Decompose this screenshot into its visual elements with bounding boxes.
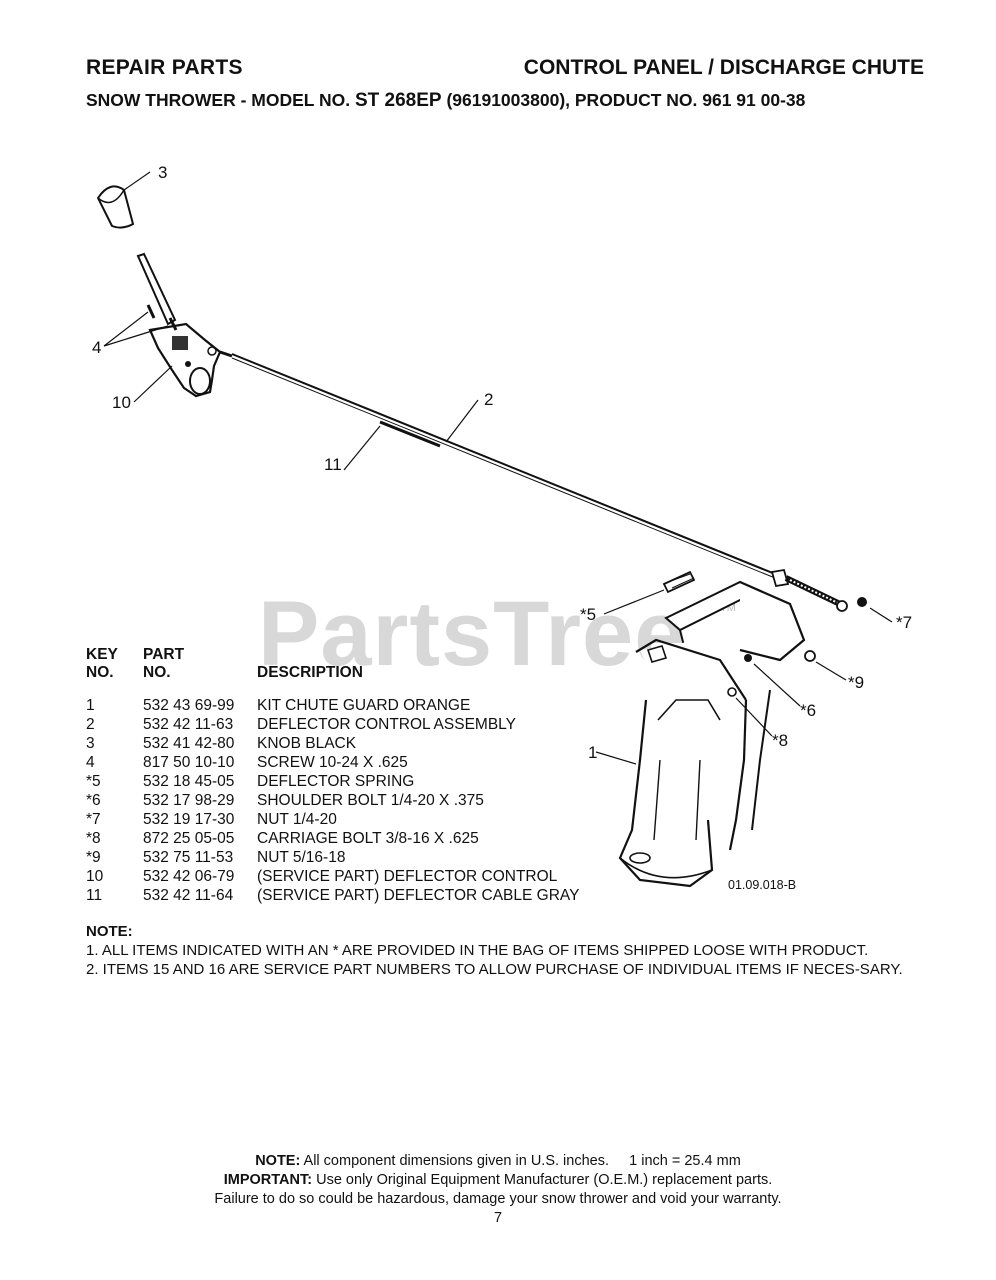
- parts-table: KEY NO. PART NO. DESCRIPTION 1 532 43 69-…: [86, 646, 579, 905]
- callout-5: *5: [580, 605, 596, 624]
- row-description: NUT 1/4-20: [257, 811, 337, 828]
- callout-2: 2: [484, 390, 493, 409]
- row-key: 3: [86, 735, 95, 752]
- table-row: *6 532 17 98-29 SHOULDER BOLT 1/4-20 X .37…: [86, 791, 579, 810]
- row-description: CARRIAGE BOLT 3/8-16 X .625: [257, 830, 479, 847]
- callout-3: 3: [158, 163, 167, 182]
- row-description: SHOULDER BOLT 1/4-20 X .375: [257, 792, 484, 809]
- table-row: 1 532 43 69-99 KIT CHUTE GUARD ORANGE: [86, 696, 579, 715]
- table-row: 2 532 42 11-63 DEFLECTOR CONTROL ASSEMBLY: [86, 715, 579, 734]
- header-model-prefix: SNOW THROWER - MODEL NO.: [86, 90, 355, 110]
- callout-6: *6: [800, 701, 816, 720]
- row-key: *8: [86, 830, 101, 847]
- row-description: (SERVICE PART) DEFLECTOR CABLE GRAY: [257, 887, 580, 904]
- row-description: DEFLECTOR SPRING: [257, 773, 415, 790]
- nut-9: [804, 650, 816, 662]
- row-key: 11: [86, 887, 103, 904]
- row-part-no: 532 18 45-05: [143, 773, 235, 790]
- deflector-control-bracket: [148, 322, 233, 398]
- header-model-number: ST 268EP: [354, 90, 442, 111]
- row-part-no: 532 42 11-63: [143, 716, 234, 733]
- table-row: *5 532 18 45-05 DEFLECTOR SPRING: [86, 772, 579, 791]
- callout-10: 10: [112, 393, 131, 412]
- note-line-2: 2. ITEMS 15 AND 16 ARE SERVICE PART NUMB…: [86, 961, 903, 978]
- footer-note-label: NOTE:: [255, 1153, 301, 1169]
- row-part-no: 532 17 98-29: [143, 792, 235, 809]
- exploded-parts-diagram: 3 4 10 11 2 *7 *5: [92, 163, 912, 888]
- parts-table-header: KEY NO. PART NO. DESCRIPTION: [86, 646, 579, 682]
- row-key: *5: [86, 773, 101, 790]
- row-description: KIT CHUTE GUARD ORANGE: [257, 697, 471, 714]
- row-description: KNOB BLACK: [257, 735, 357, 752]
- callout-9: *9: [848, 673, 864, 692]
- row-part-no: 872 25 05-05: [143, 830, 235, 847]
- col-part-header: PART NO.: [143, 646, 257, 682]
- nut-7: [857, 597, 867, 607]
- row-key: *6: [86, 792, 101, 809]
- row-key: *9: [86, 849, 101, 866]
- partstree-watermark: PartsTree: [258, 583, 687, 685]
- table-row: *7 532 19 17-30 NUT 1/4-20: [86, 810, 579, 829]
- callout-1: 1: [588, 743, 597, 762]
- notes-section: NOTE: 1. ALL ITEMS INDICATED WITH AN * A…: [86, 922, 916, 979]
- col-description-header: DESCRIPTION: [257, 664, 363, 681]
- row-part-no: 532 42 06-79: [143, 868, 235, 885]
- table-row: 10 532 42 06-79 (SERVICE PART) DEFLECTOR C…: [86, 867, 579, 886]
- table-row: *8 872 25 05-05 CARRIAGE BOLT 3/8-16 X .62…: [86, 829, 579, 848]
- row-part-no: 532 42 11-64: [143, 887, 234, 904]
- callout-4: 4: [92, 338, 101, 357]
- table-row: 11 532 42 11-64 (SERVICE PART) DEFLECTOR C…: [86, 886, 579, 905]
- discharge-chute: [618, 580, 806, 888]
- row-part-no: 532 19 17-30: [143, 811, 235, 828]
- row-key: 1: [86, 697, 95, 714]
- page-number: 7: [493, 1210, 503, 1226]
- footer-note-text: All component dimensions given in U.S. i…: [300, 1153, 741, 1169]
- table-row: *9 532 75 11-53 NUT 5/16-18: [86, 848, 579, 867]
- part-header-line1: PART: [143, 646, 185, 663]
- page-footer: NOTE: All component dimensions given in …: [0, 1152, 996, 1228]
- row-key: 4: [86, 754, 95, 771]
- deflector-spring: [662, 570, 696, 594]
- header-repair-parts: REPAIR PARTS: [86, 56, 243, 79]
- key-header-line2: NO.: [86, 664, 114, 681]
- lever-rod: [136, 252, 177, 326]
- footer-note-line: NOTE: All component dimensions given in …: [0, 1152, 996, 1171]
- cable-threaded-end: [770, 568, 848, 612]
- header-section-title: CONTROL PANEL / DISCHARGE CHUTE: [523, 56, 924, 79]
- knob-part: [96, 185, 135, 229]
- row-part-no: 817 50 10-10: [143, 754, 235, 771]
- row-part-no: 532 43 69-99: [143, 697, 235, 714]
- header-model-suffix: (96191003800), PRODUCT NO. 961 91 00-38: [441, 90, 806, 110]
- note-title: NOTE:: [86, 923, 133, 940]
- table-row: 3 532 41 42-80 KNOB BLACK: [86, 734, 579, 753]
- footer-important-line: IMPORTANT: Use only Original Equipment M…: [0, 1171, 996, 1190]
- deflector-cable: [231, 353, 781, 581]
- note-line-1: 1. ALL ITEMS INDICATED WITH AN * ARE PRO…: [86, 942, 869, 959]
- row-key: 2: [86, 716, 95, 733]
- row-part-no: 532 41 42-80: [143, 735, 235, 752]
- callout-11: 11: [324, 455, 342, 474]
- callout-7: *7: [896, 613, 912, 632]
- row-description: NUT 5/16-18: [257, 849, 346, 866]
- row-key: 10: [86, 868, 104, 885]
- row-key: *7: [86, 811, 101, 828]
- parts-table-rows: 1 532 43 69-99 KIT CHUTE GUARD ORANGE 2 532…: [86, 696, 579, 905]
- row-description: (SERVICE PART) DEFLECTOR CONTROL: [257, 868, 558, 885]
- shoulder-bolt-6: [744, 654, 752, 662]
- header-model-line: SNOW THROWER - MODEL NO. ST 268EP (96191…: [86, 90, 805, 112]
- figure-reference: 01.09.018-B: [728, 878, 797, 892]
- carriage-bolt-8: [727, 687, 737, 697]
- row-part-no: 532 75 11-53: [143, 849, 234, 866]
- col-key-header: KEY NO.: [86, 646, 143, 682]
- key-header-line1: KEY: [86, 646, 118, 663]
- footer-important-label: IMPORTANT:: [223, 1172, 313, 1188]
- footer-warning-line: Failure to do so could be hazardous, dam…: [214, 1191, 782, 1207]
- part-header-line2: NO.: [143, 664, 171, 681]
- table-row: 4 817 50 10-10 SCREW 10-24 X .625: [86, 753, 579, 772]
- footer-important-text: Use only Original Equipment Manufacturer…: [312, 1172, 773, 1188]
- callout-8: *8: [772, 731, 788, 750]
- row-description: DEFLECTOR CONTROL ASSEMBLY: [257, 716, 516, 733]
- row-description: SCREW 10-24 X .625: [257, 754, 408, 771]
